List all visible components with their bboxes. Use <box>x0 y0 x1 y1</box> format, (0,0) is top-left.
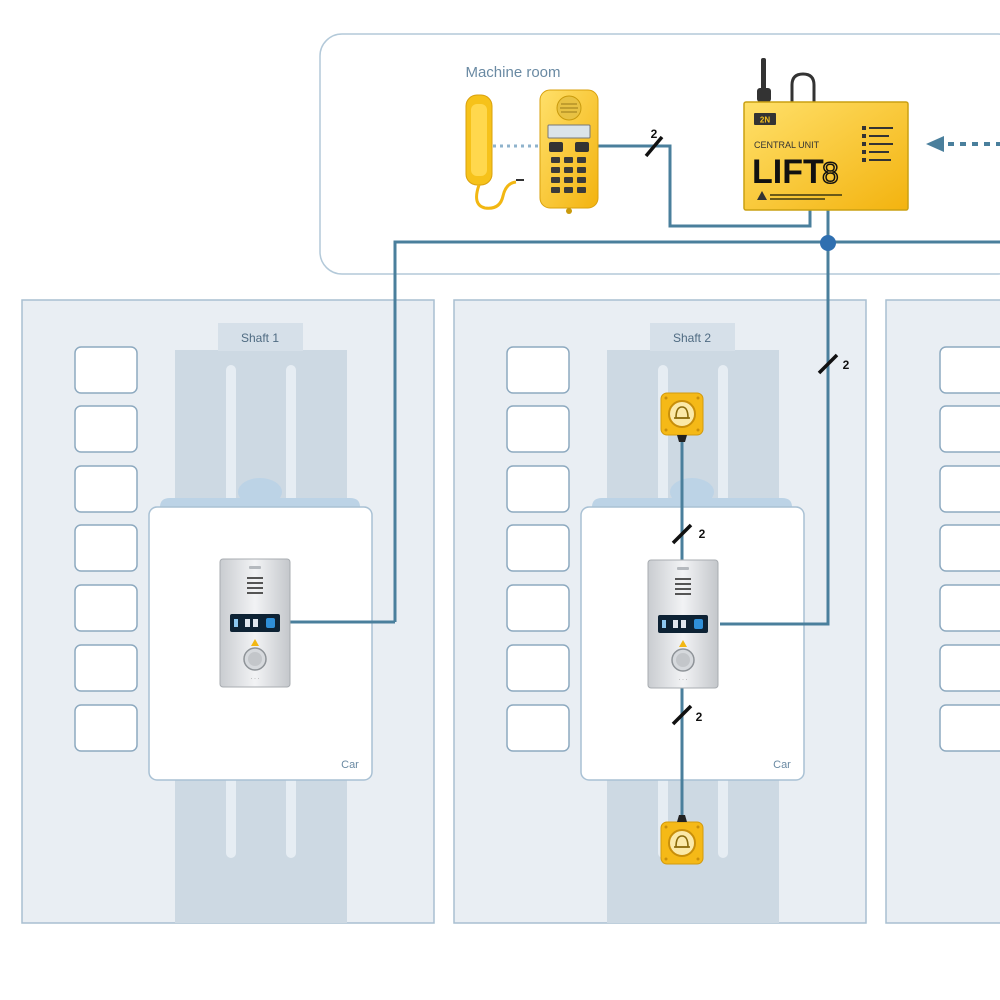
car-1-label: Car <box>341 759 359 771</box>
wire-count-label-3: 2 <box>699 527 706 541</box>
bus-wiring <box>290 144 1000 822</box>
floor-indicators-shaft-3 <box>939 346 1000 752</box>
wire-count-label-2: 2 <box>843 358 850 372</box>
wire-count-markers <box>644 135 839 726</box>
shaft-2-label: Shaft 2 <box>673 331 711 345</box>
wire-count-label-4: 2 <box>696 710 703 724</box>
arrow-left-icon <box>926 136 944 152</box>
alarm-button-icon <box>660 815 704 865</box>
alarm-button-icon <box>660 392 704 442</box>
handset-icon <box>465 94 524 210</box>
antenna-icon <box>757 58 816 102</box>
service-phone-icon <box>539 89 599 214</box>
central-unit: 2N CENTRAL UNIT LIFT 8 <box>743 101 909 211</box>
bus-junction <box>820 235 836 251</box>
floor-indicators-shaft-1 <box>74 346 138 752</box>
shaft-1-label: Shaft 1 <box>241 331 279 345</box>
intercom-panel-icon <box>219 558 291 688</box>
shaft-1-tab <box>218 323 303 351</box>
central-unit-model-digit: 8 <box>822 157 839 190</box>
shaft-2-tab <box>650 323 735 351</box>
intercom-panel-icon <box>647 559 719 689</box>
brand-logo: 2N <box>760 116 770 125</box>
floor-indicators-shaft-2 <box>506 346 570 752</box>
car-2-label: Car <box>773 759 791 771</box>
central-unit-subtitle: CENTRAL UNIT <box>754 140 820 150</box>
machine-room-area <box>319 33 1000 275</box>
machine-room-label: Machine room <box>465 64 560 81</box>
central-unit-model: LIFT <box>752 153 824 191</box>
wire-count-label-1: 2 <box>651 127 658 141</box>
